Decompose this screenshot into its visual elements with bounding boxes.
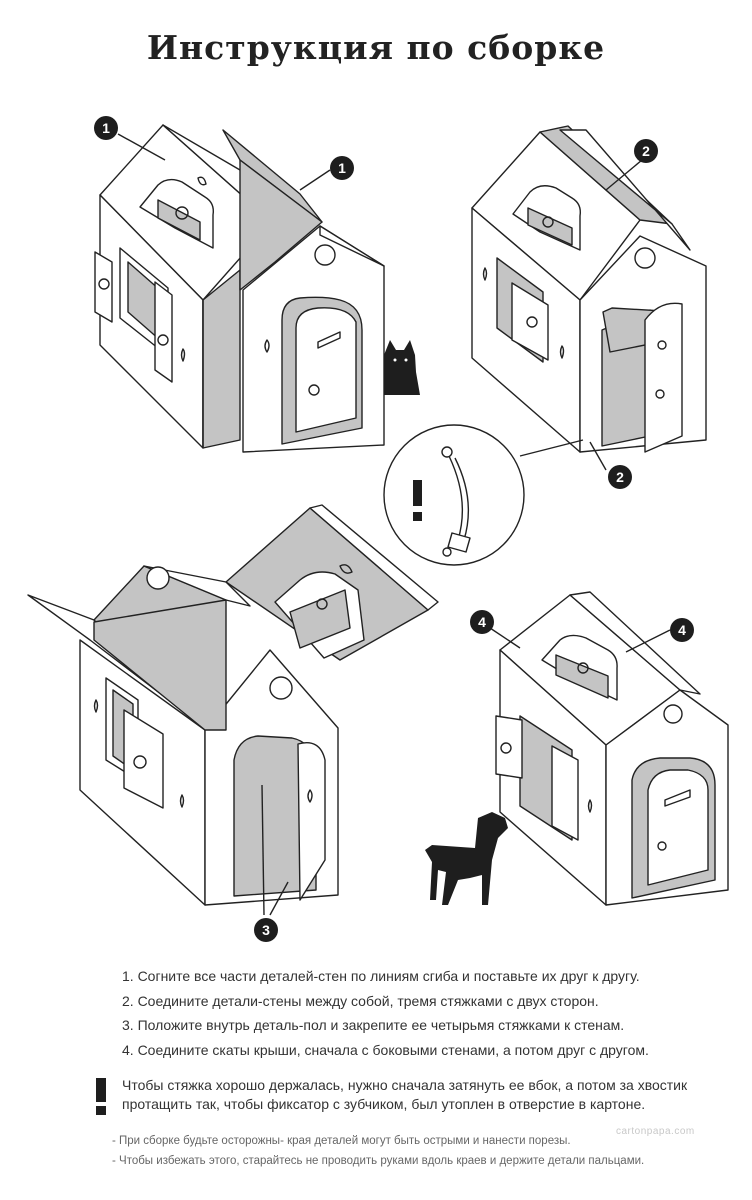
svg-text:2: 2	[642, 143, 650, 159]
dog-icon	[425, 812, 508, 905]
marker-2a: 2	[634, 139, 658, 163]
step1-illustration	[94, 124, 420, 453]
svg-text:4: 4	[678, 622, 686, 638]
marker-2b: 2	[608, 465, 632, 489]
marker-4b: 4	[670, 618, 694, 642]
warning-text: Чтобы стяжка хорошо держалась, нужно сна…	[122, 1077, 688, 1112]
svg-text:2: 2	[616, 469, 624, 485]
safety-notes: - При сборке будьте осторожны- края дета…	[112, 1131, 732, 1171]
step-item: 4. Соедините скаты крыши, сначала с боко…	[122, 1041, 649, 1058]
marker-3: 3	[254, 918, 278, 942]
marker-4a: 4	[470, 610, 494, 634]
exclamation-icon	[413, 480, 422, 506]
note-item: - При сборке будьте осторожны- края дета…	[112, 1135, 571, 1147]
step2-illustration	[471, 125, 707, 471]
step3-illustration	[27, 504, 439, 916]
page-title: Инструкция по сборке	[146, 28, 606, 67]
cat-icon	[384, 340, 420, 395]
watermark: cartonpapa.com	[616, 1126, 695, 1137]
marker-1b: 1	[330, 156, 354, 180]
svg-text:1: 1	[338, 160, 346, 176]
svg-text:3: 3	[262, 922, 270, 938]
step-item: 1. Согните все части деталей-стен по лин…	[122, 968, 640, 984]
exclamation-icon	[96, 1078, 106, 1115]
svg-text:1: 1	[102, 120, 110, 136]
note-item: - Чтобы избежать этого, старайтесь не пр…	[112, 1155, 645, 1167]
step4-illustration	[425, 591, 729, 906]
zip-tie-detail	[383, 424, 525, 566]
assembly-steps: 1. Согните все части деталей-стен по лин…	[122, 964, 722, 1062]
step-item: 3. Положите внутрь деталь-пол и закрепит…	[122, 1017, 625, 1033]
svg-text:4: 4	[478, 614, 486, 630]
marker-1a: 1	[94, 116, 118, 140]
assembly-illustrations: 1 1 2 2 3 4 4	[27, 116, 729, 942]
step-item: 2. Соедините детали-стены между собой, т…	[122, 992, 599, 1009]
